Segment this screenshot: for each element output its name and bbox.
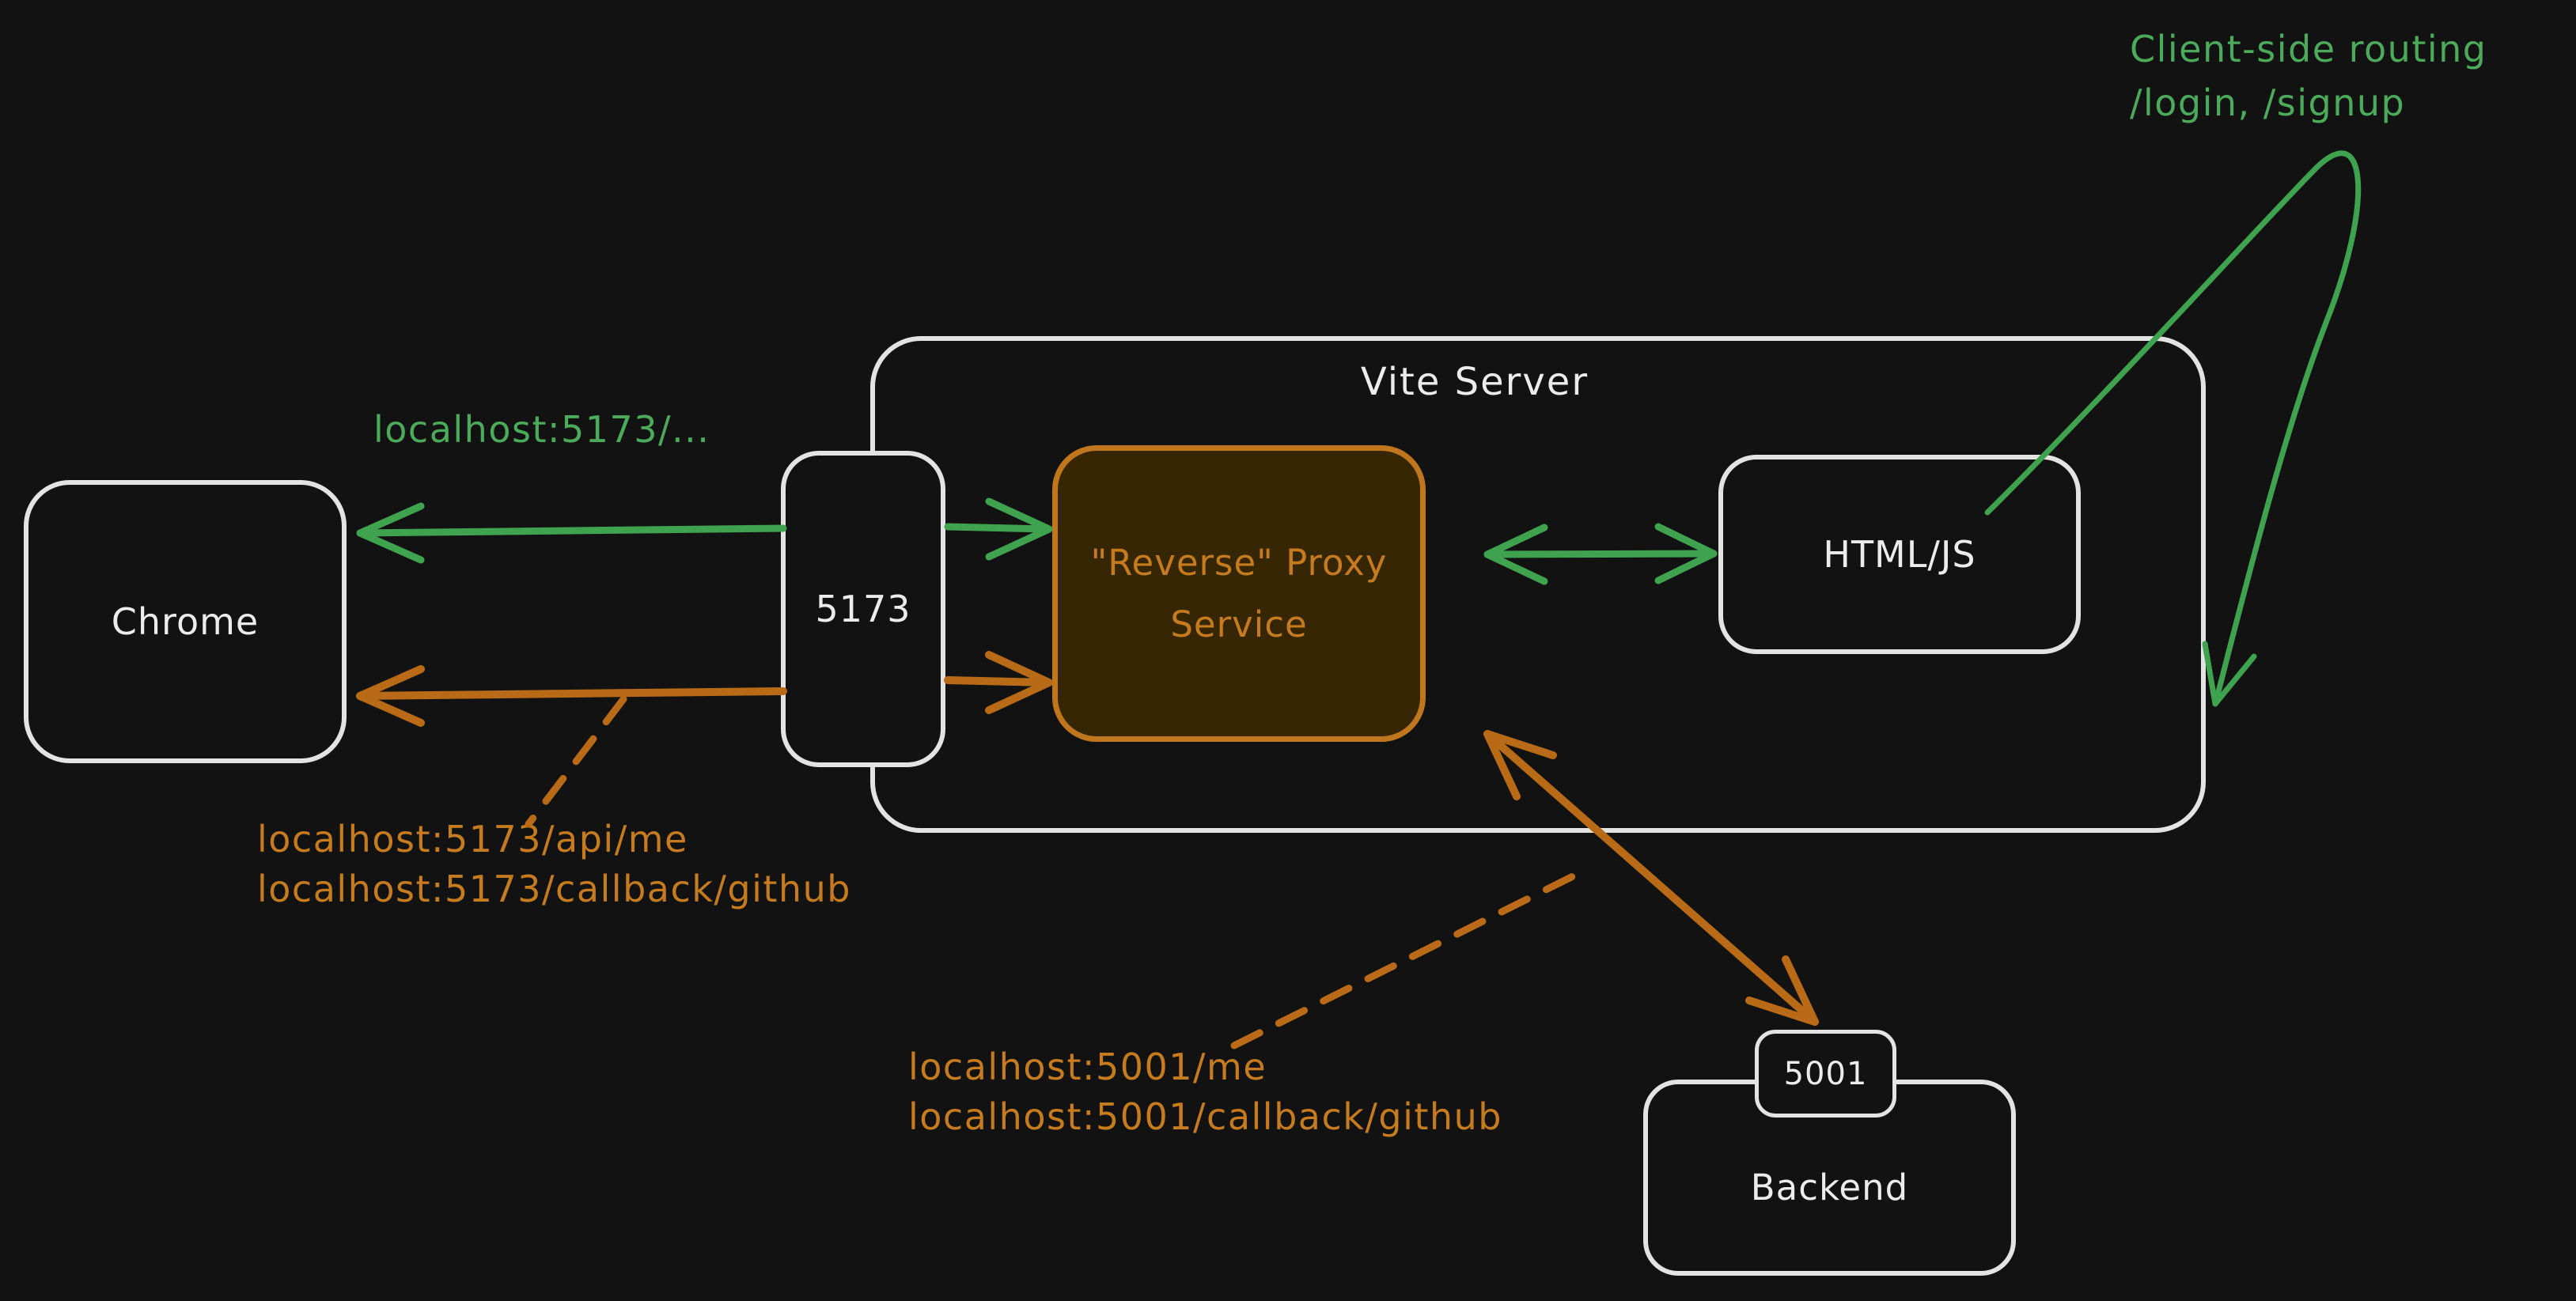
orange-arrow-5173-to-chrome-line (356, 687, 787, 700)
backend-label: Backend (1750, 1166, 1909, 1208)
reverse-proxy-label-line1: "Reverse" Proxy (1090, 541, 1388, 584)
annotation-client-side-routing: Client-side routing /login, /signup (2130, 22, 2487, 130)
dashed-connector-5173-labels (525, 695, 627, 828)
green-arrow-5173-to-chrome (356, 502, 787, 564)
html-js-label: HTML/JS (1823, 533, 1976, 576)
green-arrow-5173-to-chrome-head (356, 502, 425, 564)
reverse-proxy-label-line2: Service (1170, 603, 1308, 645)
annotation-localhost-5173-api: localhost:5173/api/me localhost:5173/cal… (257, 815, 851, 914)
html-js-node: HTML/JS (1718, 455, 2081, 654)
annotation-localhost-5001-line2: localhost:5001/callback/github (908, 1095, 1502, 1138)
annotation-localhost-5001: localhost:5001/me localhost:5001/callbac… (908, 1042, 1502, 1142)
orange-arrow-5173-to-chrome-head (356, 665, 425, 727)
annotation-client-side-routing-line2: /login, /signup (2130, 81, 2406, 124)
chrome-label: Chrome (111, 600, 259, 643)
green-loop-arrow-head (2202, 641, 2257, 707)
orange-arrow-5173-to-chrome (356, 665, 787, 727)
annotation-localhost-5001-line1: localhost:5001/me (908, 1046, 1267, 1088)
green-arrow-5173-to-chrome-line (356, 524, 787, 537)
orange-arrow-proxy-backend-head-down (1745, 955, 1819, 1026)
annotation-localhost-5173-root: localhost:5173/... (373, 408, 710, 451)
port-5001-label: 5001 (1783, 1055, 1868, 1092)
dashed-connector-5001-labels (1230, 864, 1593, 1049)
annotation-localhost-5173-api-line1: localhost:5173/api/me (257, 818, 688, 860)
port-5001-node: 5001 (1755, 1030, 1896, 1118)
vite-server-title: Vite Server (1360, 360, 1589, 404)
chrome-node: Chrome (24, 480, 347, 763)
reverse-proxy-node: "Reverse" Proxy Service (1052, 445, 1426, 742)
annotation-client-side-routing-line1: Client-side routing (2130, 28, 2487, 70)
port-5173-node: 5173 (781, 451, 945, 767)
annotation-localhost-5173-api-line2: localhost:5173/callback/github (257, 868, 851, 910)
port-5173-label: 5173 (815, 588, 911, 630)
